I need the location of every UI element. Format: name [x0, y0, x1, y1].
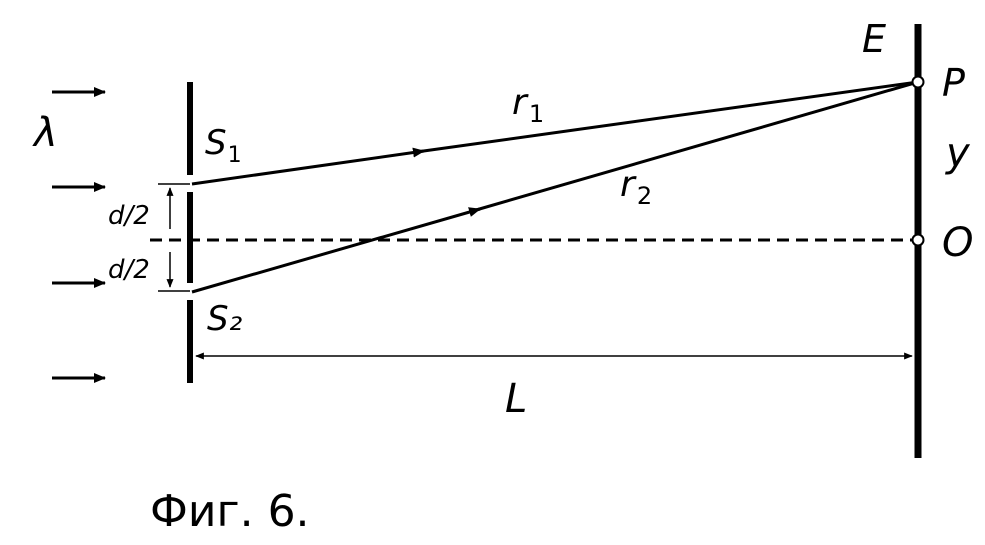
- screen-label: E: [862, 17, 886, 61]
- distance-label: L: [505, 376, 527, 422]
- ray-r1-letter: r: [512, 82, 529, 123]
- ray-r2-subscript: 2: [637, 182, 652, 210]
- point-o-label: O: [942, 220, 973, 266]
- point-p-marker: [911, 75, 925, 89]
- slit-s1-subscript: 1: [228, 143, 242, 168]
- slit-s2-label: S₂: [207, 299, 243, 339]
- ray-r2-segment-b: [475, 80, 919, 212]
- offset-y-label: y: [945, 130, 971, 176]
- wavelength-label: λ: [32, 110, 58, 156]
- ray-r1-segment-b: [419, 80, 919, 153]
- half-separation-label-top: d/2: [108, 201, 150, 231]
- ray-r1-segment-a: [191, 147, 425, 186]
- ray-r1-label: r1: [512, 82, 544, 128]
- ray-r1-subscript: 1: [529, 100, 544, 128]
- figure-caption: Фиг. 6.: [150, 486, 310, 537]
- ray-r2-label: r2: [620, 164, 652, 210]
- point-o-marker: [911, 233, 925, 247]
- half-separation-label-bottom: d/2: [108, 255, 150, 285]
- ray-r2-letter: r: [620, 164, 637, 205]
- point-p-label: P: [942, 61, 965, 105]
- slit-s1-label: S1: [205, 123, 242, 168]
- ray-r2-segment-a: [191, 207, 481, 294]
- slit-s1-letter: S: [205, 123, 227, 163]
